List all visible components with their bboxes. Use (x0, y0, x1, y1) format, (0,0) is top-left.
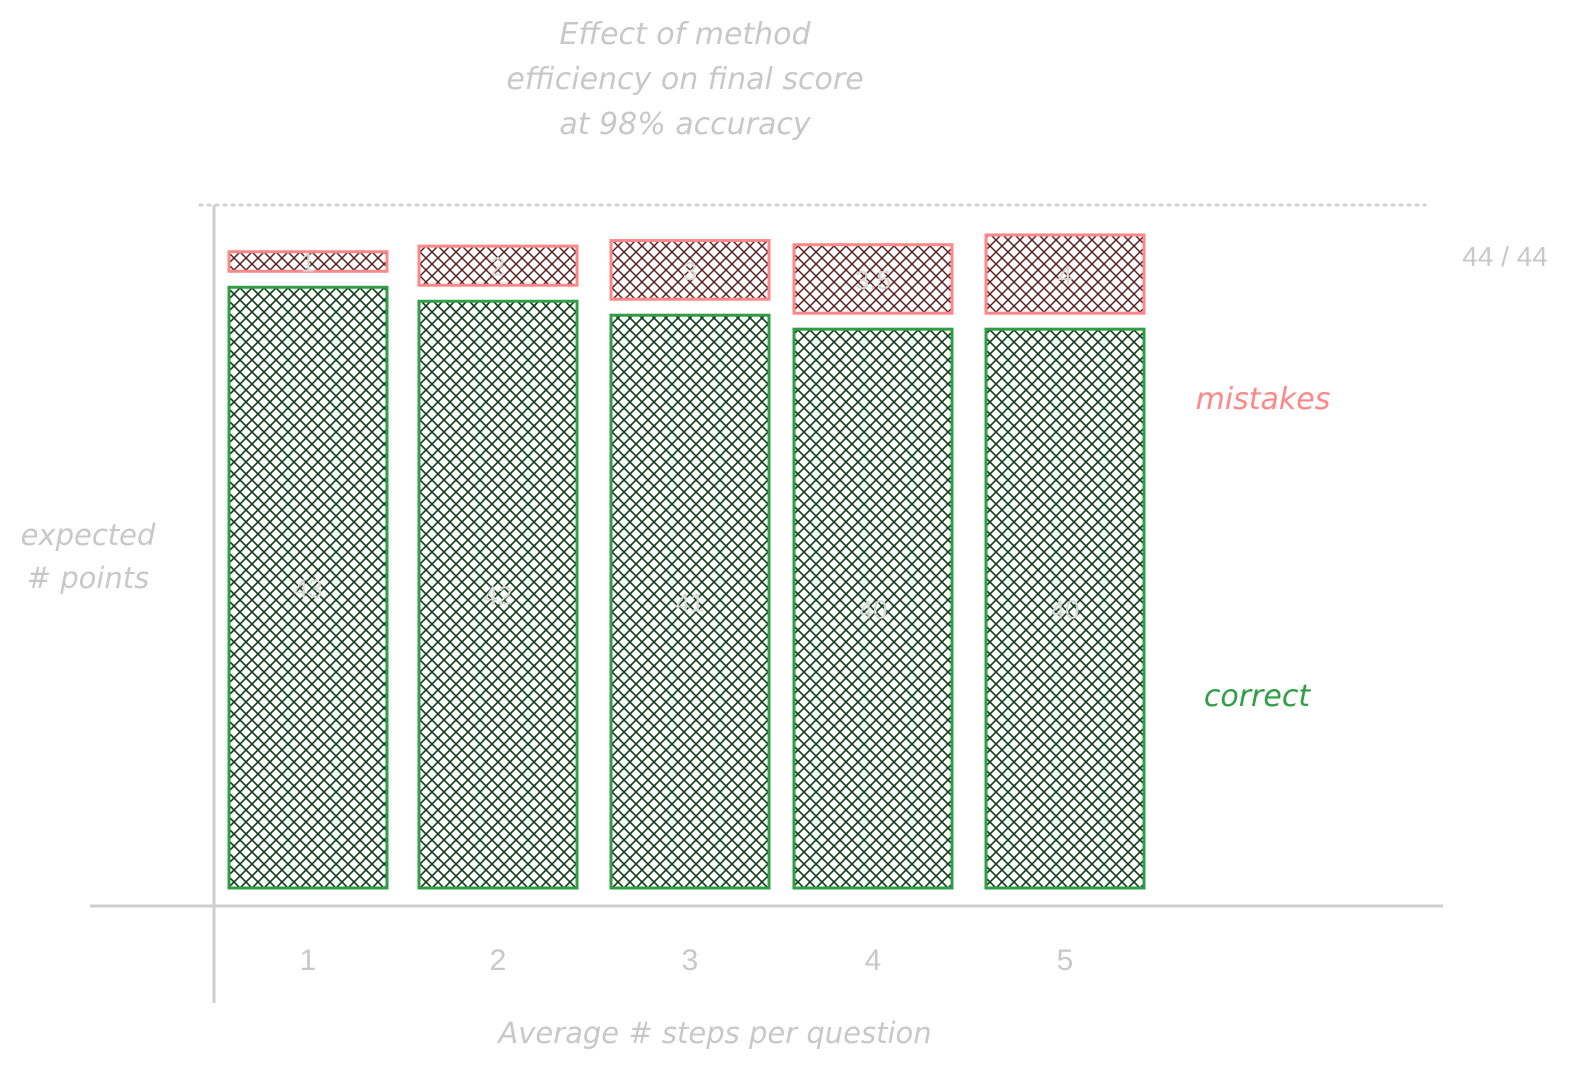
max-score-label: 44 / 44 (1462, 241, 1548, 272)
data-label-mistakes-1: 1 (301, 247, 315, 277)
bar-correct-4 (792, 327, 954, 890)
data-label-correct-2: 42 (484, 581, 513, 611)
x-tick-label-1: 1 (300, 944, 317, 977)
data-label-mistakes-5: 4 (1058, 260, 1072, 290)
chart-title-line-1: Effect of method (559, 17, 811, 52)
data-label-correct-5: 40 (1051, 595, 1080, 625)
bar-mistakes-5 (984, 233, 1146, 315)
bar-correct-3 (609, 313, 771, 890)
x-tick-label-2: 2 (490, 944, 507, 977)
data-label-correct-4: 40 (859, 595, 888, 625)
bar-correct-1 (227, 285, 389, 890)
data-label-mistakes-4: 3.5 (855, 265, 891, 295)
x-axis-label: Average # steps per question (496, 1016, 931, 1050)
bars-layer: 43 1 42 2 41 3 40 3.5 40 4 (227, 233, 1146, 890)
chart-title-line-2: efficiency on final score (506, 62, 863, 97)
legend-correct: correct (1204, 679, 1311, 714)
data-label-mistakes-2: 2 (491, 252, 505, 282)
data-label-correct-3: 41 (676, 588, 705, 618)
x-tick-label-3: 3 (682, 944, 699, 977)
bar-mistakes-4 (792, 243, 954, 315)
data-label-correct-1: 43 (294, 574, 323, 604)
y-axis-label-line-2: # points (27, 561, 150, 595)
legend-mistakes: mistakes (1196, 382, 1331, 417)
bar-correct-2 (417, 299, 579, 890)
bar-mistakes-2 (417, 244, 579, 287)
y-axis-label-line-1: expected (21, 518, 156, 552)
bar-mistakes-1 (227, 250, 389, 273)
bar-mistakes-3 (609, 239, 771, 301)
chart-title-line-3: at 98% accuracy (559, 107, 811, 142)
x-tick-label-4: 4 (865, 944, 882, 977)
x-tick-label-5: 5 (1057, 944, 1074, 977)
bar-correct-5 (984, 327, 1146, 890)
data-label-mistakes-3: 3 (683, 256, 697, 286)
x-ticks-layer: 1 2 3 4 5 (300, 944, 1074, 977)
